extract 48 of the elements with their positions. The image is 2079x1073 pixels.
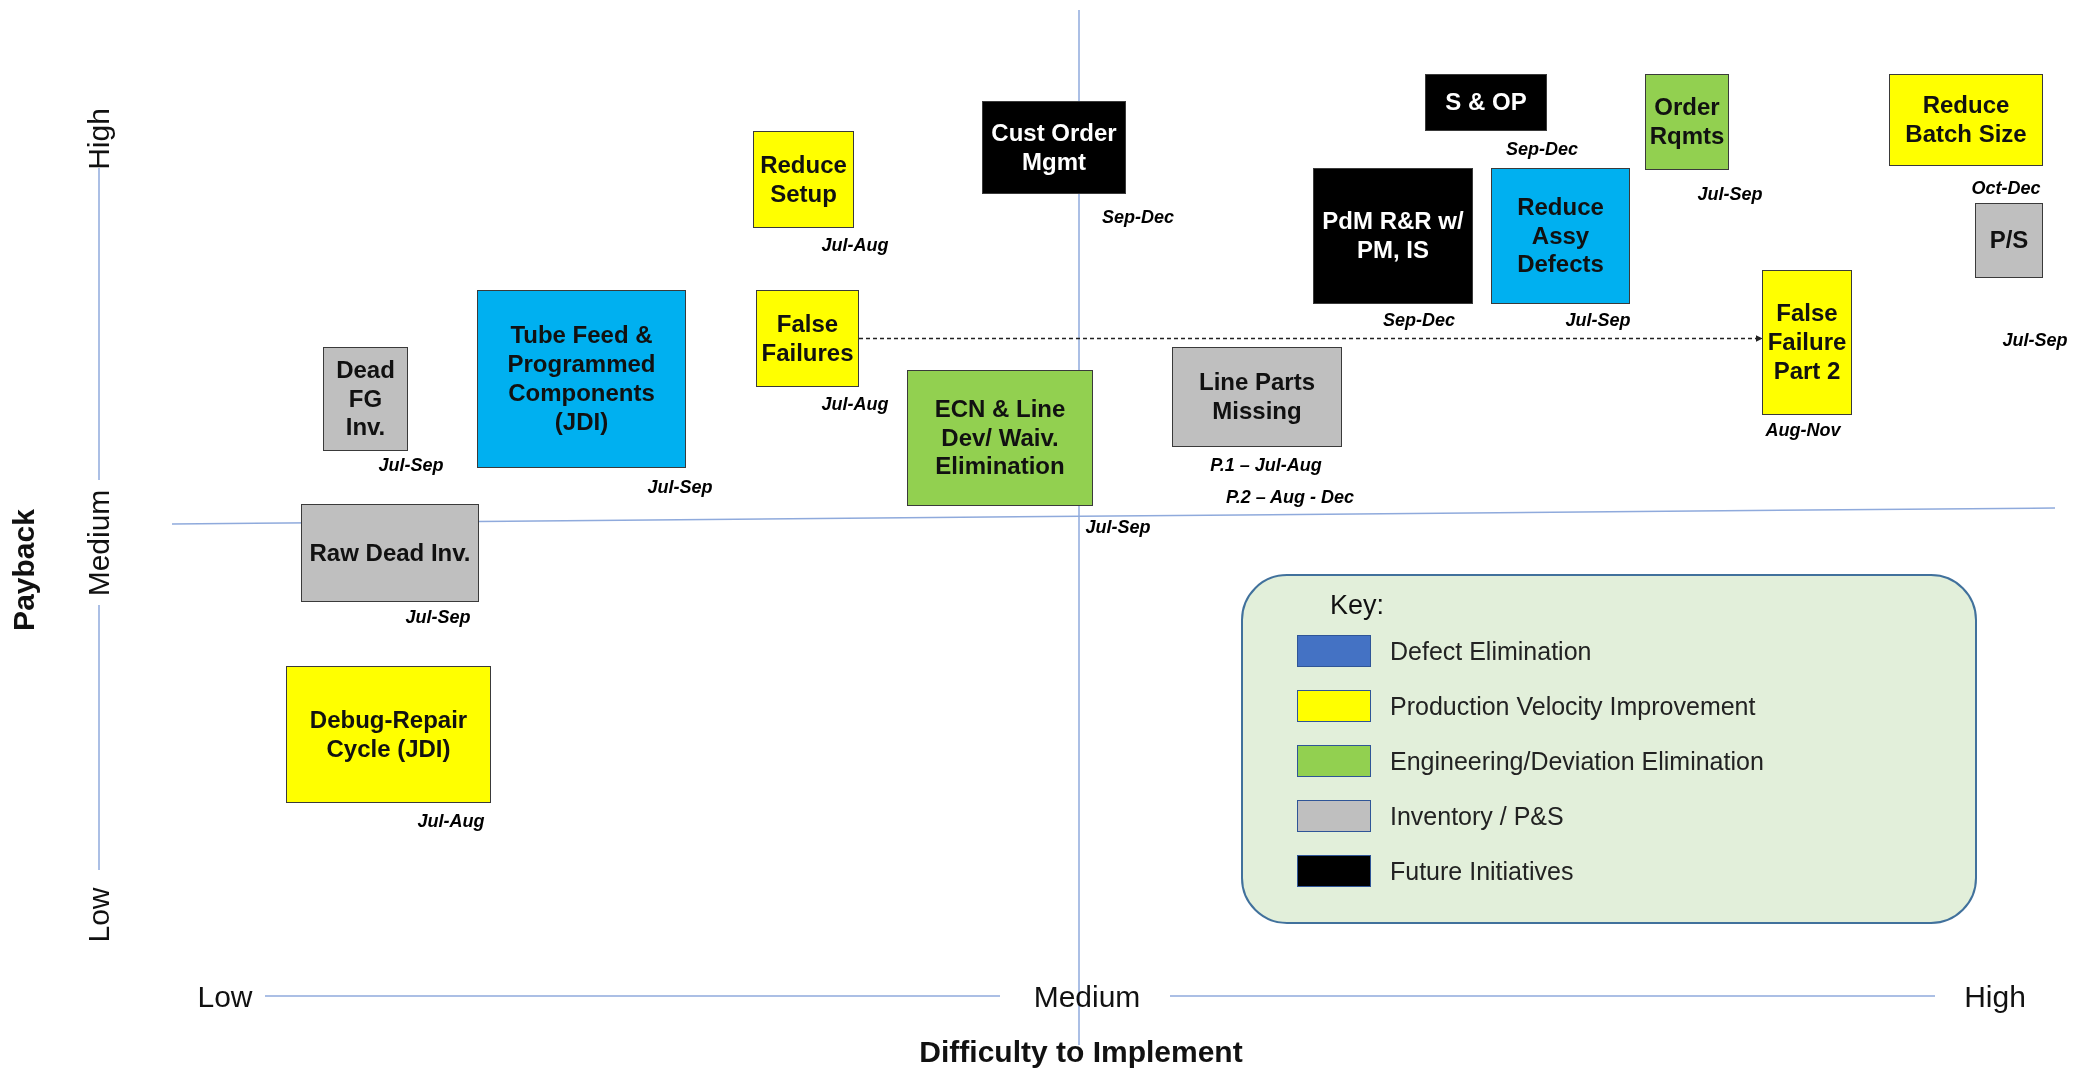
legend-label: Inventory / P&S [1390, 801, 1564, 831]
legend-label: Future Initiatives [1390, 856, 1574, 886]
timeframe-label: Jul-Sep [2002, 330, 2068, 351]
initiative-box: S & OP [1425, 74, 1547, 131]
initiative-box: Order Rqmts [1645, 74, 1729, 170]
legend-label: Defect Elimination [1390, 636, 1592, 666]
axis-title: Payback [7, 509, 41, 631]
dashed-arrow [858, 335, 1763, 342]
timeframe-label: P.2 – Aug - Dec [1225, 487, 1355, 508]
initiative-box: Raw Dead Inv. [301, 504, 479, 602]
initiative-box: Reduce Batch Size [1889, 74, 2043, 166]
timeframe-label: Oct-Dec [1971, 178, 2041, 199]
axis-title: Difficulty to Implement [919, 1035, 1243, 1069]
axis-tick-label: High [1964, 980, 2026, 1014]
timeframe-label: Jul-Sep [405, 607, 471, 628]
axis-tick-label: Medium [1033, 980, 1141, 1014]
legend-title: Key: [1330, 589, 1385, 621]
timeframe-label: Jul-Sep [1697, 184, 1763, 205]
timeframe-label: Sep-Dec [1506, 139, 1578, 160]
initiative-box: Debug-Repair Cycle (JDI) [286, 666, 491, 803]
legend-label: Production Velocity Improvement [1390, 691, 1756, 721]
timeframe-label: Aug-Nov [1765, 420, 1841, 441]
timeframe-label: P.1 – Jul-Aug [1210, 455, 1322, 476]
initiative-box: False Failures [756, 290, 859, 387]
initiative-box: Dead FG Inv. [323, 347, 408, 451]
timeframe-label: Jul-Aug [821, 235, 889, 256]
initiative-box: Reduce Assy Defects [1491, 168, 1630, 304]
axis-tick-label: Low [82, 887, 116, 943]
timeframe-label: Sep-Dec [1102, 207, 1174, 228]
axis-tick-label: Low [197, 980, 253, 1014]
axis-tick-label: Medium [82, 489, 116, 597]
timeframe-label: Jul-Aug [417, 811, 485, 832]
timeframe-label: Jul-Sep [647, 477, 713, 498]
axis-tick-label: High [82, 108, 116, 170]
initiative-box: Cust Order Mgmt [982, 101, 1126, 194]
initiative-box: Line Parts Missing [1172, 347, 1342, 447]
timeframe-label: Jul-Sep [1565, 310, 1631, 331]
initiative-box: ECN & Line Dev/ Waiv. Elimination [907, 370, 1093, 506]
initiative-box: P/S [1975, 203, 2043, 278]
legend-label: Engineering/Deviation Elimination [1390, 746, 1764, 776]
initiative-box: False Failure Part 2 [1762, 270, 1852, 415]
timeframe-label: Jul-Sep [378, 455, 444, 476]
timeframe-label: Jul-Sep [1085, 517, 1151, 538]
initiative-box: Reduce Setup [753, 131, 854, 228]
timeframe-label: Jul-Aug [821, 394, 889, 415]
initiative-box: PdM R&R w/ PM, IS [1313, 168, 1473, 304]
initiative-box: Tube Feed & Programmed Components (JDI) [477, 290, 686, 468]
timeframe-label: Sep-Dec [1383, 310, 1455, 331]
